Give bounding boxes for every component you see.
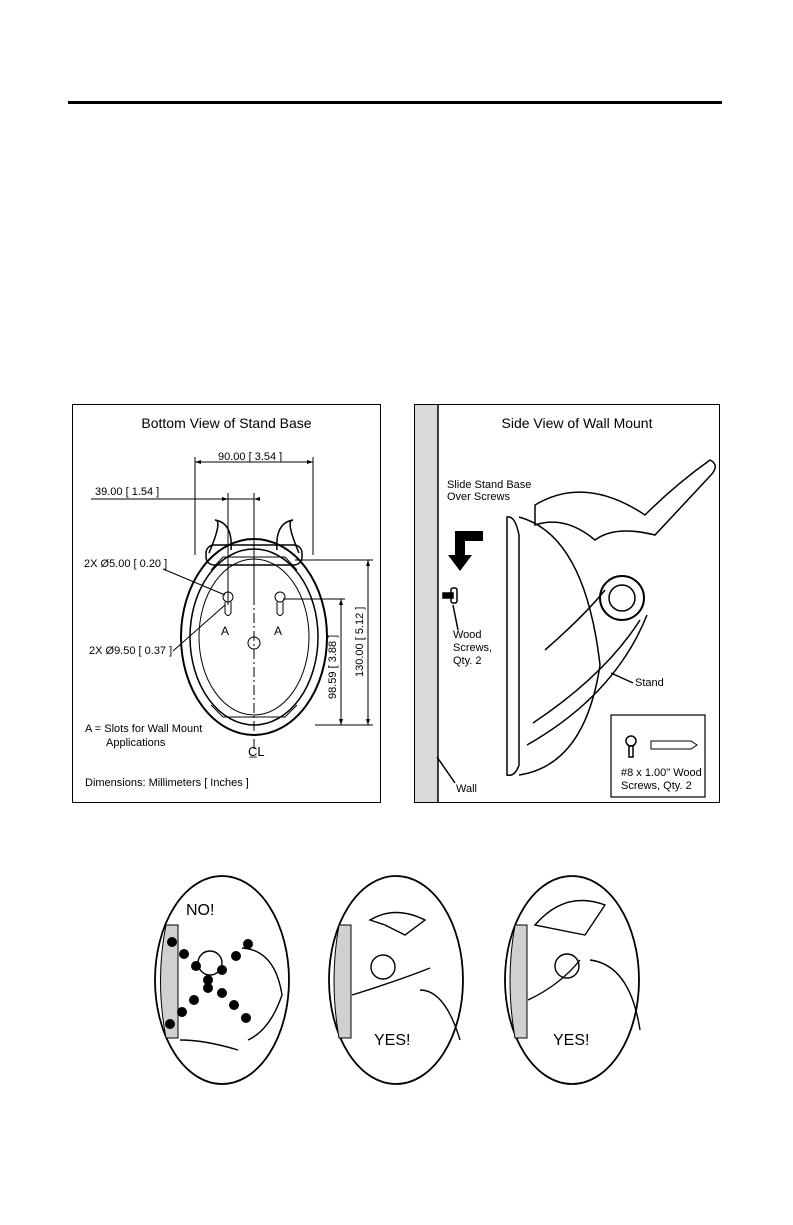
wood-label-line2: Screws, (453, 642, 493, 654)
slide-label-line2: Over Screws (447, 491, 510, 503)
dim-total-height-label: 130.00 [ 5.12 ] (354, 606, 366, 677)
wall-mount-drawing (415, 405, 716, 802)
no-cross-marks (165, 937, 253, 1029)
orientation-yes-label-1: YES! (374, 1032, 411, 1049)
wall-label: Wall (456, 783, 477, 795)
dim-large-hole-label: 2X Ø9.50 [ 0.37 ] (89, 645, 173, 657)
screw-inset-line1: #8 x 1.00" Wood (621, 767, 702, 779)
side-view-panel: Side View of Wall Mount (414, 404, 720, 803)
bottom-view-title: Bottom View of Stand Base (141, 415, 312, 431)
units-note: Dimensions: Millimeters [ Inches ] (85, 777, 249, 789)
orientation-no-label: NO! (186, 902, 215, 919)
wood-label-line3: Qty. 2 (453, 655, 482, 667)
wood-label-line1: Wood (453, 629, 482, 641)
dim-width-label: 90.00 [ 3.54 ] (218, 451, 283, 463)
screw-inset-line2: Screws, Qty. 2 (621, 780, 692, 792)
orientation-yes-label-2: YES! (553, 1032, 590, 1049)
side-view-title: Side View of Wall Mount (501, 415, 653, 431)
slot-label-right: A (274, 624, 283, 638)
legend-line2: Applications (106, 737, 166, 749)
stand-label: Stand (635, 677, 664, 689)
dim-offset-label: 39.00 [ 1.54 ] (95, 486, 160, 498)
dim-slot-height-label: 98.59 [ 3.88 ] (327, 634, 339, 699)
header-rule (68, 101, 722, 104)
stand-base-drawing (91, 457, 373, 750)
slot-label-left: A (221, 624, 230, 638)
slide-label-line1: Slide Stand Base (447, 479, 532, 491)
dim-small-hole-label: 2X Ø5.00 [ 0.20 ] (84, 558, 168, 570)
bottom-view-panel: Bottom View of Stand Base (72, 404, 381, 803)
centerline-symbol: C̲L (248, 744, 265, 759)
legend-line1: A = Slots for Wall Mount (85, 723, 203, 735)
